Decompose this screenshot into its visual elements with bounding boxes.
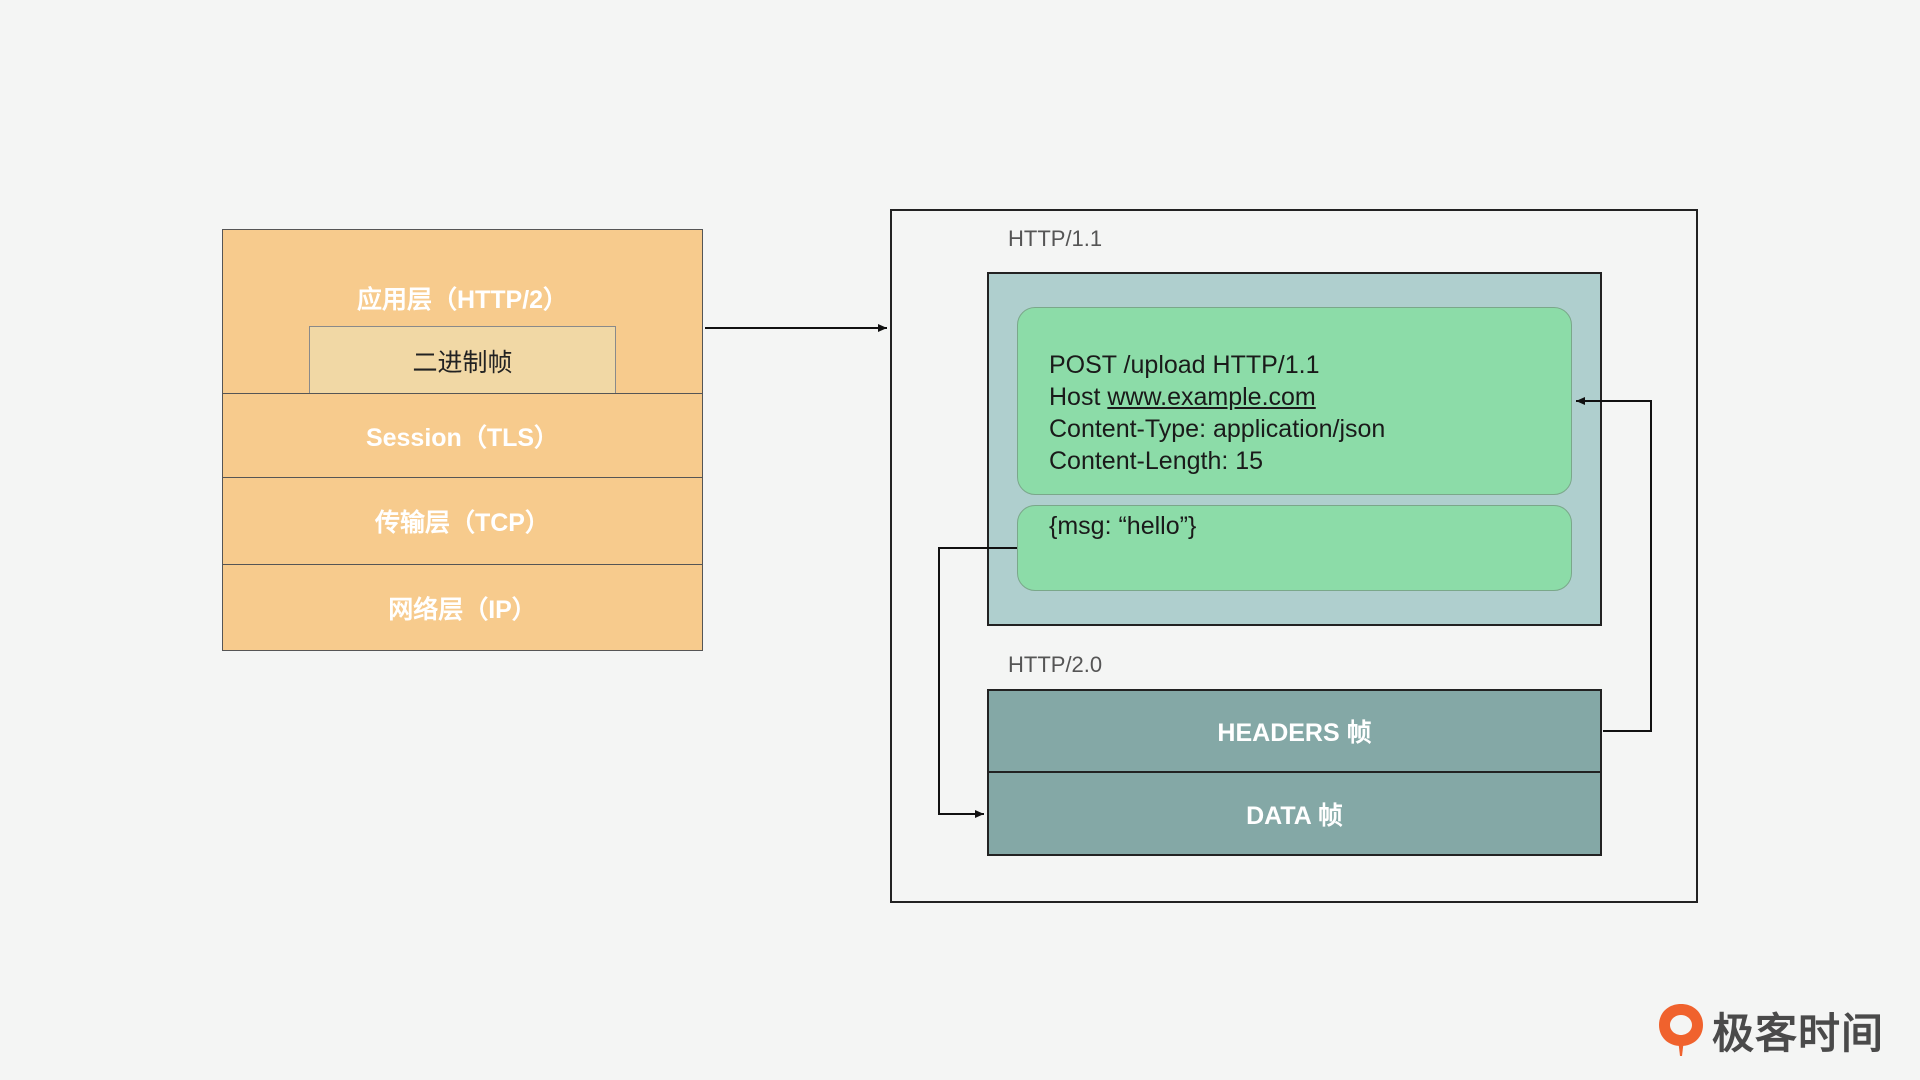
transport-layer: 传输层（TCP） <box>223 477 702 564</box>
request-line: POST /upload HTTP/1.1 <box>1049 351 1320 379</box>
http11-body-block: {msg: “hello”} <box>1017 505 1572 591</box>
body-text: {msg: “hello”} <box>1049 512 1197 540</box>
host-prefix: Host <box>1049 383 1108 411</box>
http11-header-block: POST /upload HTTP/1.1 Host www.example.c… <box>1017 307 1572 495</box>
binary-frame-layer: 二进制帧 <box>309 326 616 394</box>
host-link[interactable]: www.example.com <box>1107 383 1316 411</box>
application-layer: 应用层（HTTP/2） <box>223 230 702 393</box>
session-layer-label: Session（TLS） <box>365 423 560 452</box>
body-to-data-frame-arrow <box>938 547 1017 818</box>
network-layer: 网络层（IP） <box>223 564 702 651</box>
logo-text: 极客时间 <box>1712 1008 1885 1058</box>
transport-layer-label: 传输层（TCP） <box>374 509 550 537</box>
headers-frame: HEADERS 帧 <box>987 689 1602 773</box>
application-layer-label: 应用层（HTTP/2） <box>356 286 569 314</box>
geek-time-logo-icon <box>1659 1004 1703 1056</box>
http11-label: HTTP/1.1 <box>1008 226 1103 251</box>
http20-label: HTTP/2.0 <box>1008 652 1103 677</box>
network-layer-label: 网络层（IP） <box>388 596 537 624</box>
content-type-header: Content-Type: application/json <box>1049 415 1386 443</box>
binary-frame-label: 二进制帧 <box>412 348 513 377</box>
protocol-stack: 应用层（HTTP/2） 二进制帧 Session（TLS） 传输层（TCP） 网… <box>222 229 703 651</box>
comparison-container <box>890 209 1698 903</box>
content-length-header: Content-Length: 15 <box>1049 447 1264 475</box>
session-layer: Session（TLS） <box>223 393 702 477</box>
data-frame-label: DATA 帧 <box>1246 801 1343 830</box>
brand-logo: 极客时间 <box>1656 1000 1884 1060</box>
headers-frame-label: HEADERS 帧 <box>1217 719 1372 747</box>
data-frame: DATA 帧 <box>987 771 1602 856</box>
host-header: Host www.example.com <box>1049 381 1571 413</box>
headers-frame-to-header-arrow <box>1576 397 1652 732</box>
